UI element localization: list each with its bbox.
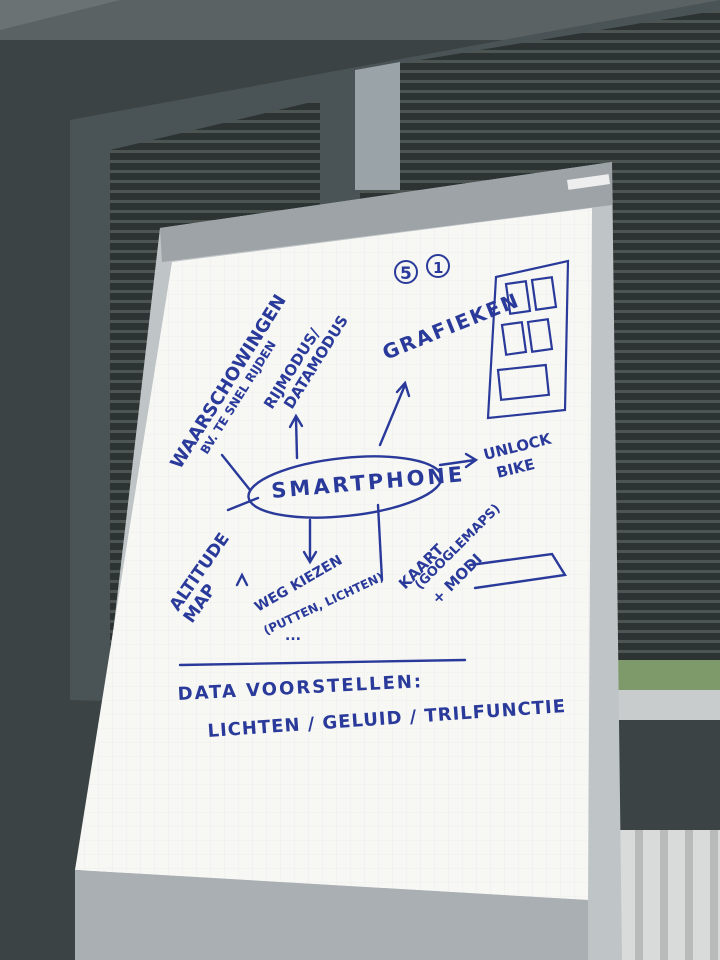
window-sill [600, 690, 720, 720]
window-gap [355, 62, 400, 190]
badge-right: 1 [433, 259, 443, 277]
badge-left: 5 [400, 264, 412, 284]
route-label-3: ... [285, 628, 301, 644]
phone-sketch [486, 259, 570, 420]
flipchart-top-clamp [160, 162, 612, 262]
center-ellipse [247, 455, 443, 519]
ink-drawings [178, 380, 567, 667]
badges: 5 1 [394, 254, 450, 284]
